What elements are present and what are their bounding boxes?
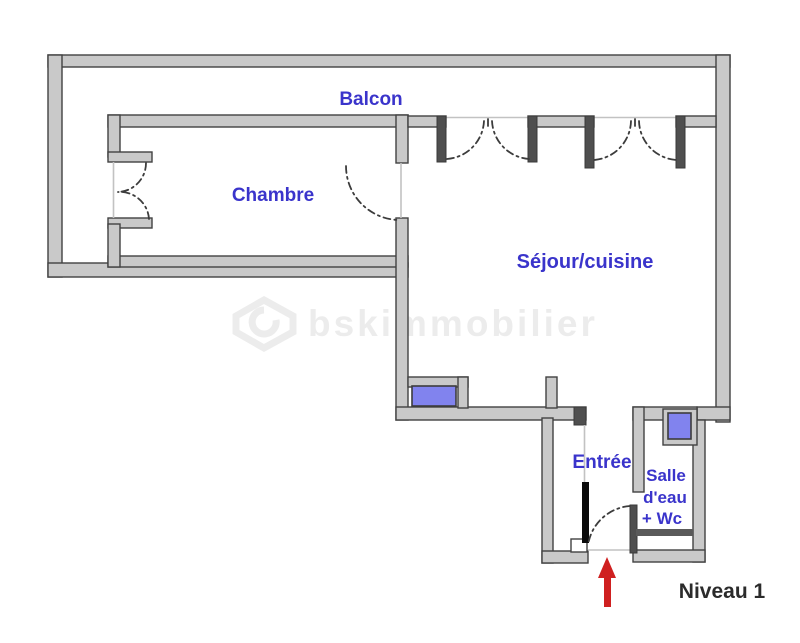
label-niveau: Niveau 1 [679,580,766,603]
kitchen-fixture [411,385,457,407]
entrance-arrow-icon [598,557,616,607]
outer-wall-right [715,54,731,423]
chambre-wall-left-lower [107,223,121,268]
entree-bottom-wall [541,550,589,564]
label-salle-line3: + Wc [642,509,682,528]
watermark: bskimmobilier [232,295,598,353]
closet-door-arc-lower [117,191,150,220]
entree-left-wall [541,417,554,564]
watermark-house-logo-icon [232,295,297,353]
label-sejour-cuisine: Séjour/cuisine [517,251,654,273]
outer-wall-top [47,54,731,68]
label-salle-line1: Salle [646,466,686,485]
sink-fixture [667,412,692,440]
sejour-bottom-stub [545,376,558,409]
chambre-wall-left-upper [107,114,121,158]
french-door2-arc-left [593,120,632,161]
french-door2-arc-right [638,120,678,161]
entrance-door-leaf [582,482,589,543]
right-step-wall [696,406,731,421]
label-salle-line2: d'eau [643,488,687,507]
chambre-closet-stub-lower [107,217,153,229]
french-door1-arc-right [491,120,530,160]
sejour-bottom-wall [395,406,587,421]
shower-edge [636,529,693,536]
divider-wall-lower [395,217,409,421]
french-door1-left-jamb [436,115,447,163]
chambre-wall-bottom [107,255,409,268]
outer-wall-left [47,54,63,278]
chambre-closet-stub-upper [107,151,153,163]
chambre-wall-top [107,114,409,128]
label-entree: Entrée [572,452,631,473]
french-door2-left-jamb [584,115,595,169]
sejour-bottom-jamb [573,406,587,426]
watermark-text: bskimmobilier [308,303,598,344]
french-door1-arc-left [446,120,485,160]
divider-wall-upper [395,114,409,164]
chambre-door-arc [345,165,401,221]
watermark-logo-inner [248,306,280,338]
label-salle-deau-wc: Salle d'eau + Wc [642,466,687,528]
salledeau-bottom-wall [632,549,706,563]
entrance-door-arc [587,505,631,546]
alcove-right-wall [457,376,469,409]
french-door1-right-jamb [527,115,538,163]
salledeau-door-jamb [629,504,638,554]
french-door2-right-jamb [675,115,686,169]
sejour-top-wall-seg2 [527,115,595,128]
salledeau-left-wall [632,406,645,493]
label-balcon: Balcon [339,89,402,110]
label-chambre: Chambre [232,185,314,206]
closet-door-arc-upper [117,162,147,193]
